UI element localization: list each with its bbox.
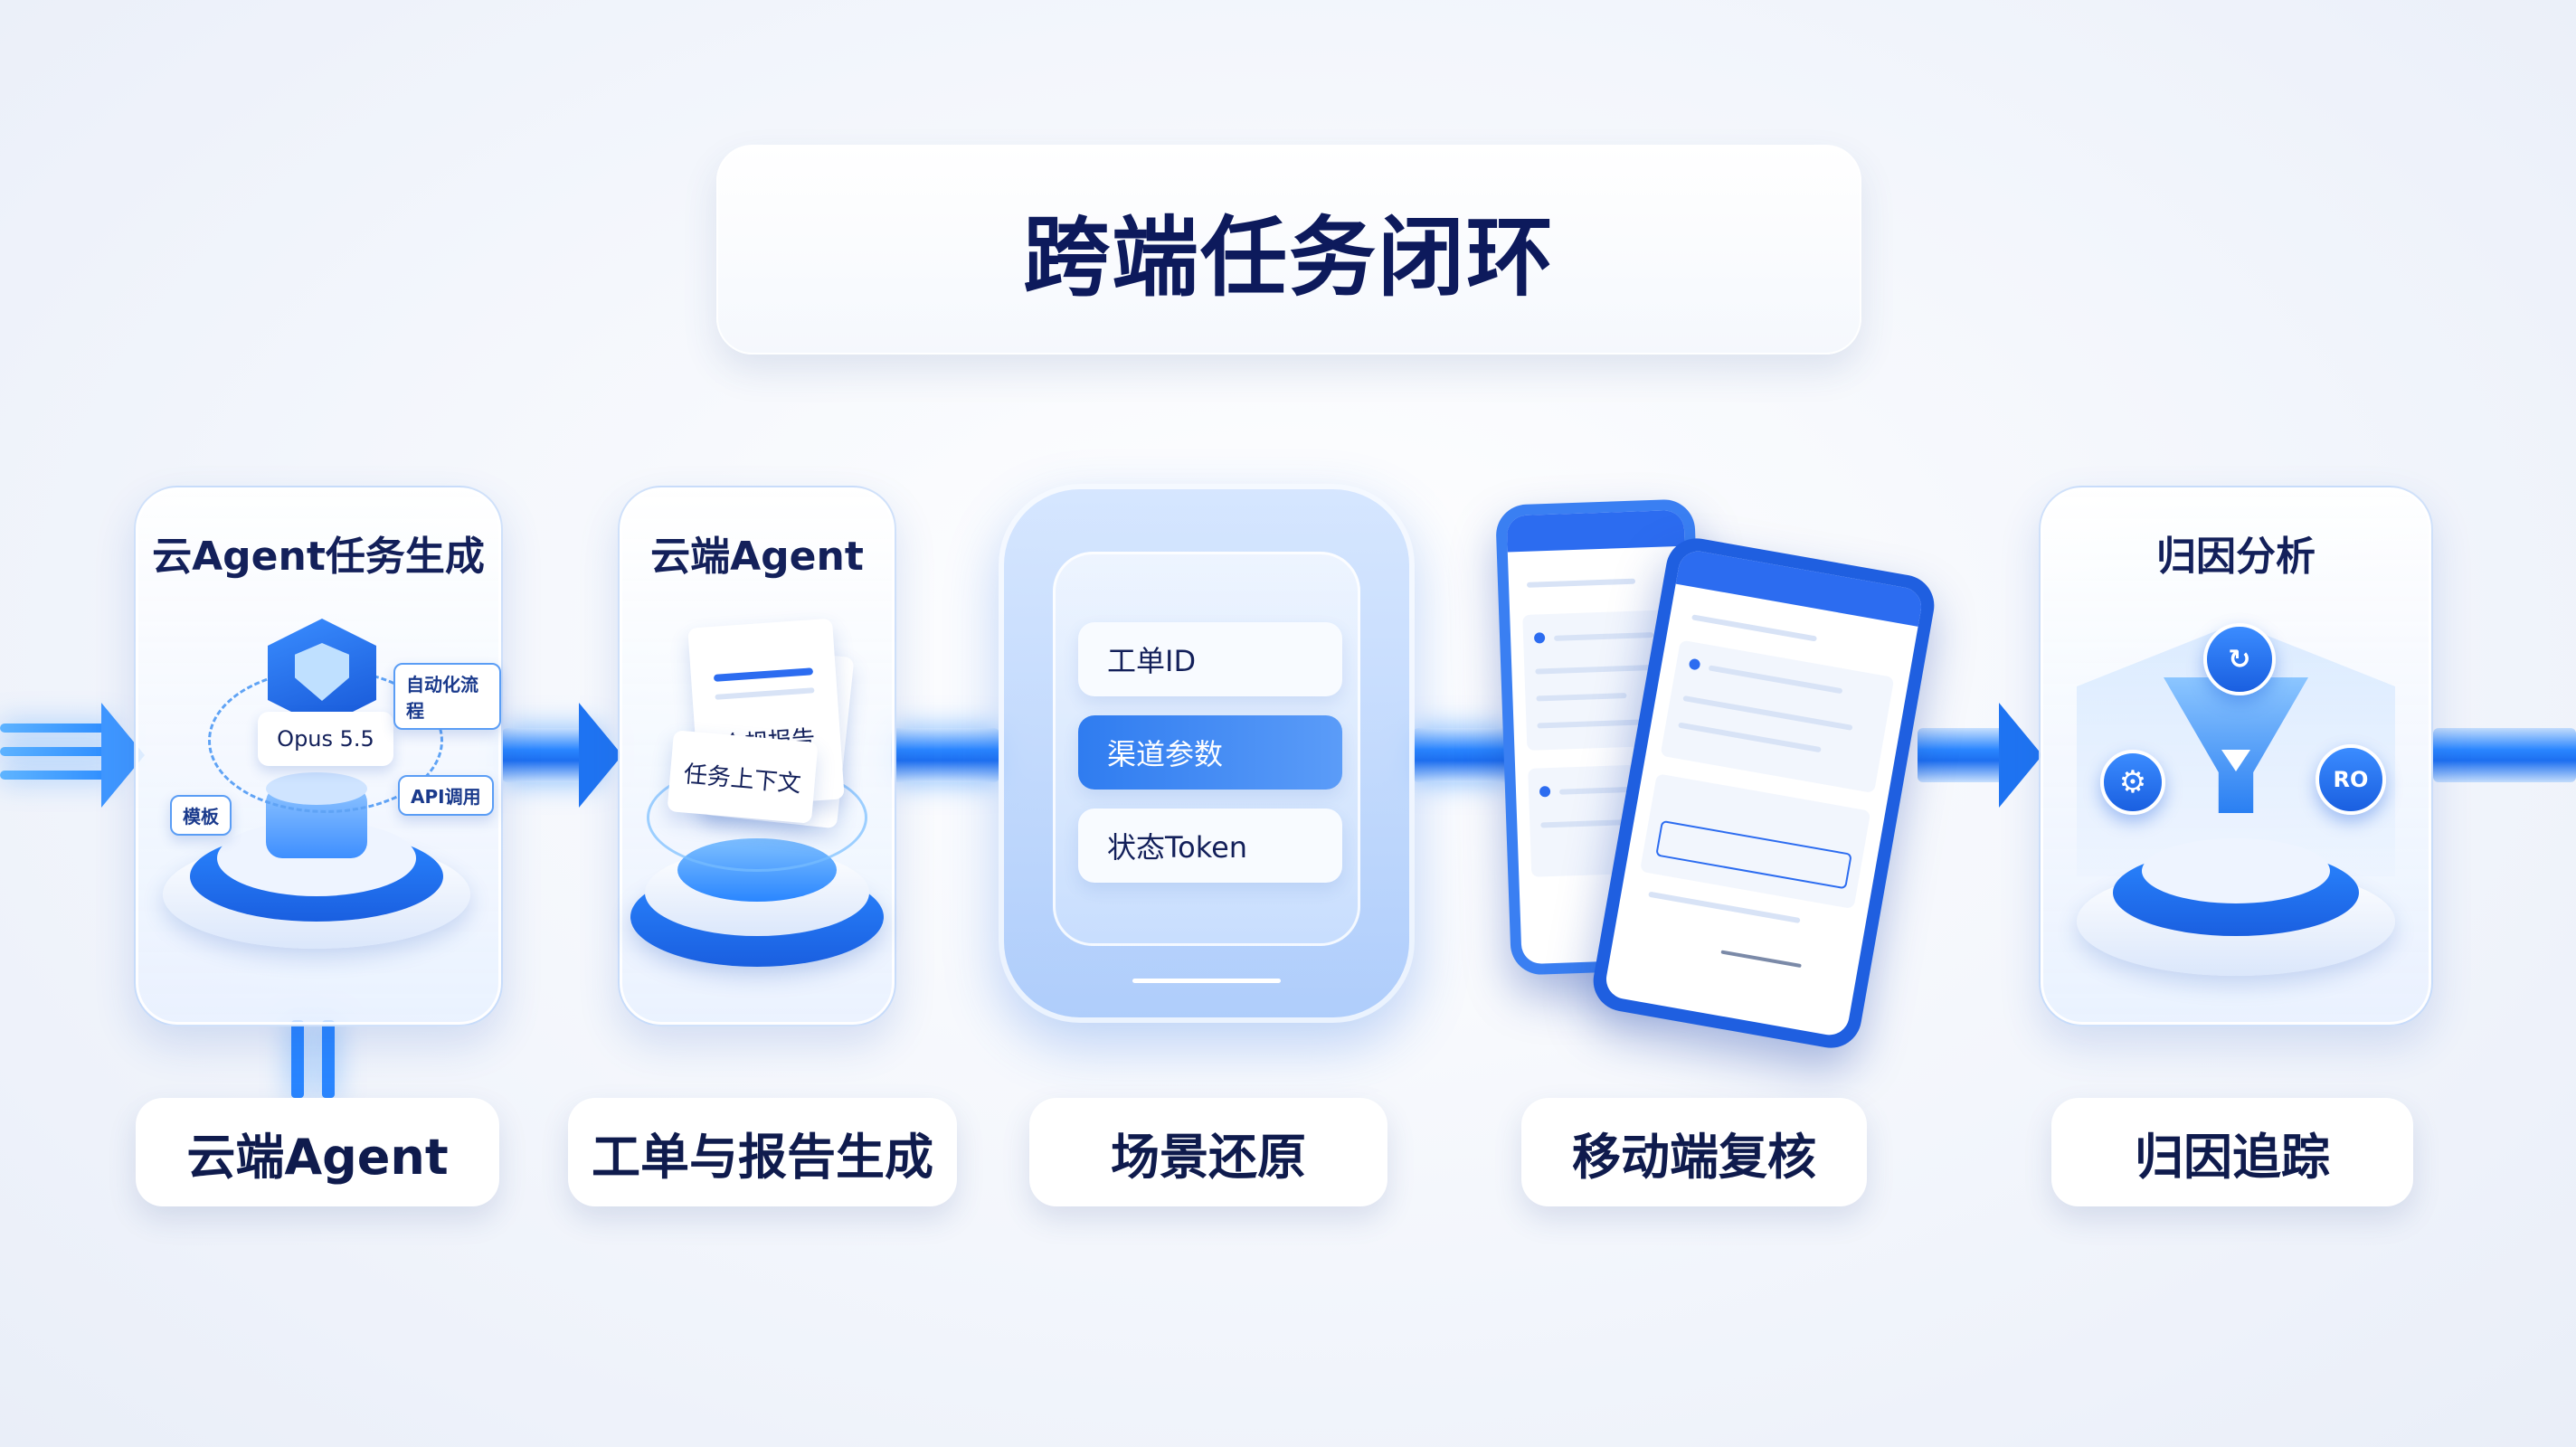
screen-line [1691,614,1818,642]
screen-header [1506,509,1685,553]
flow-beam [2433,728,2576,782]
card-title: 云端Agent [650,534,864,580]
gear-icon: ⚙ [2100,750,2165,815]
stage-label-text: 场景还原 [1111,1128,1306,1186]
roi-badge: RO [2316,744,2386,815]
page-title: 跨端任务闭环 [1023,206,1555,308]
screen-line [1526,578,1636,588]
stage-label-text: 工单与报告生成 [592,1128,933,1186]
stage-card-cloud-agent: 云端Agent 合规报告 任务上下文 [618,486,896,1026]
stage-label-mobile-review: 移动端复核 [1521,1098,1867,1206]
doc-line [713,667,814,682]
token-row: 工单ID [1078,622,1342,696]
flow-line [0,747,118,756]
api-tag: API调用 [398,775,494,816]
template-tag: 模板 [170,795,232,836]
title-box: 跨端任务闭环 [716,145,1861,355]
flow-beam [891,728,999,782]
context-doc: 任务上下文 [667,730,819,824]
automation-tag: 自动化流程 [393,663,501,730]
stage-label-text: 归因追踪 [2135,1128,2330,1186]
stage-card-task-generation: 云Agent任务生成 Opus 5.5 自动化流程 模板 API调用 [134,486,503,1026]
refresh-icon: ↻ [2203,623,2276,695]
stage-label-ticket-report: 工单与报告生成 [568,1098,957,1206]
card-handle [1132,979,1281,983]
flow-line [0,724,118,733]
token-row-active: 渠道参数 [1078,715,1342,790]
stage-label-scene-restore: 场景还原 [1029,1098,1387,1206]
stage-card-attribution: 归因分析 ↻ ⚙ RO [2039,486,2433,1026]
signature [1720,950,1802,969]
funnel-arrow [2221,750,2250,771]
stage-label-text: 移动端复核 [1572,1128,1816,1186]
stage-label-attribution-tracking: 归因追踪 [2051,1098,2413,1206]
card-title: 云Agent任务生成 [152,534,485,580]
screen-line [1648,891,1801,924]
stage-label-cloud-agent: 云端Agent [136,1098,499,1206]
flow-beam [1413,728,1512,782]
pedestal-top [2142,838,2330,903]
model-tag: Opus 5.5 [258,712,393,766]
screen-header [1675,548,1925,627]
doc-line [715,686,815,700]
token-row: 状态Token [1078,809,1342,883]
card-title: 归因分析 [2156,534,2316,580]
stage-label-text: 云端Agent [186,1128,449,1186]
flow-line [291,1020,304,1098]
arrow-right-icon [579,703,622,808]
flow-line [0,771,118,780]
arrow-right-icon [1999,703,2042,808]
flow-line [322,1020,335,1098]
